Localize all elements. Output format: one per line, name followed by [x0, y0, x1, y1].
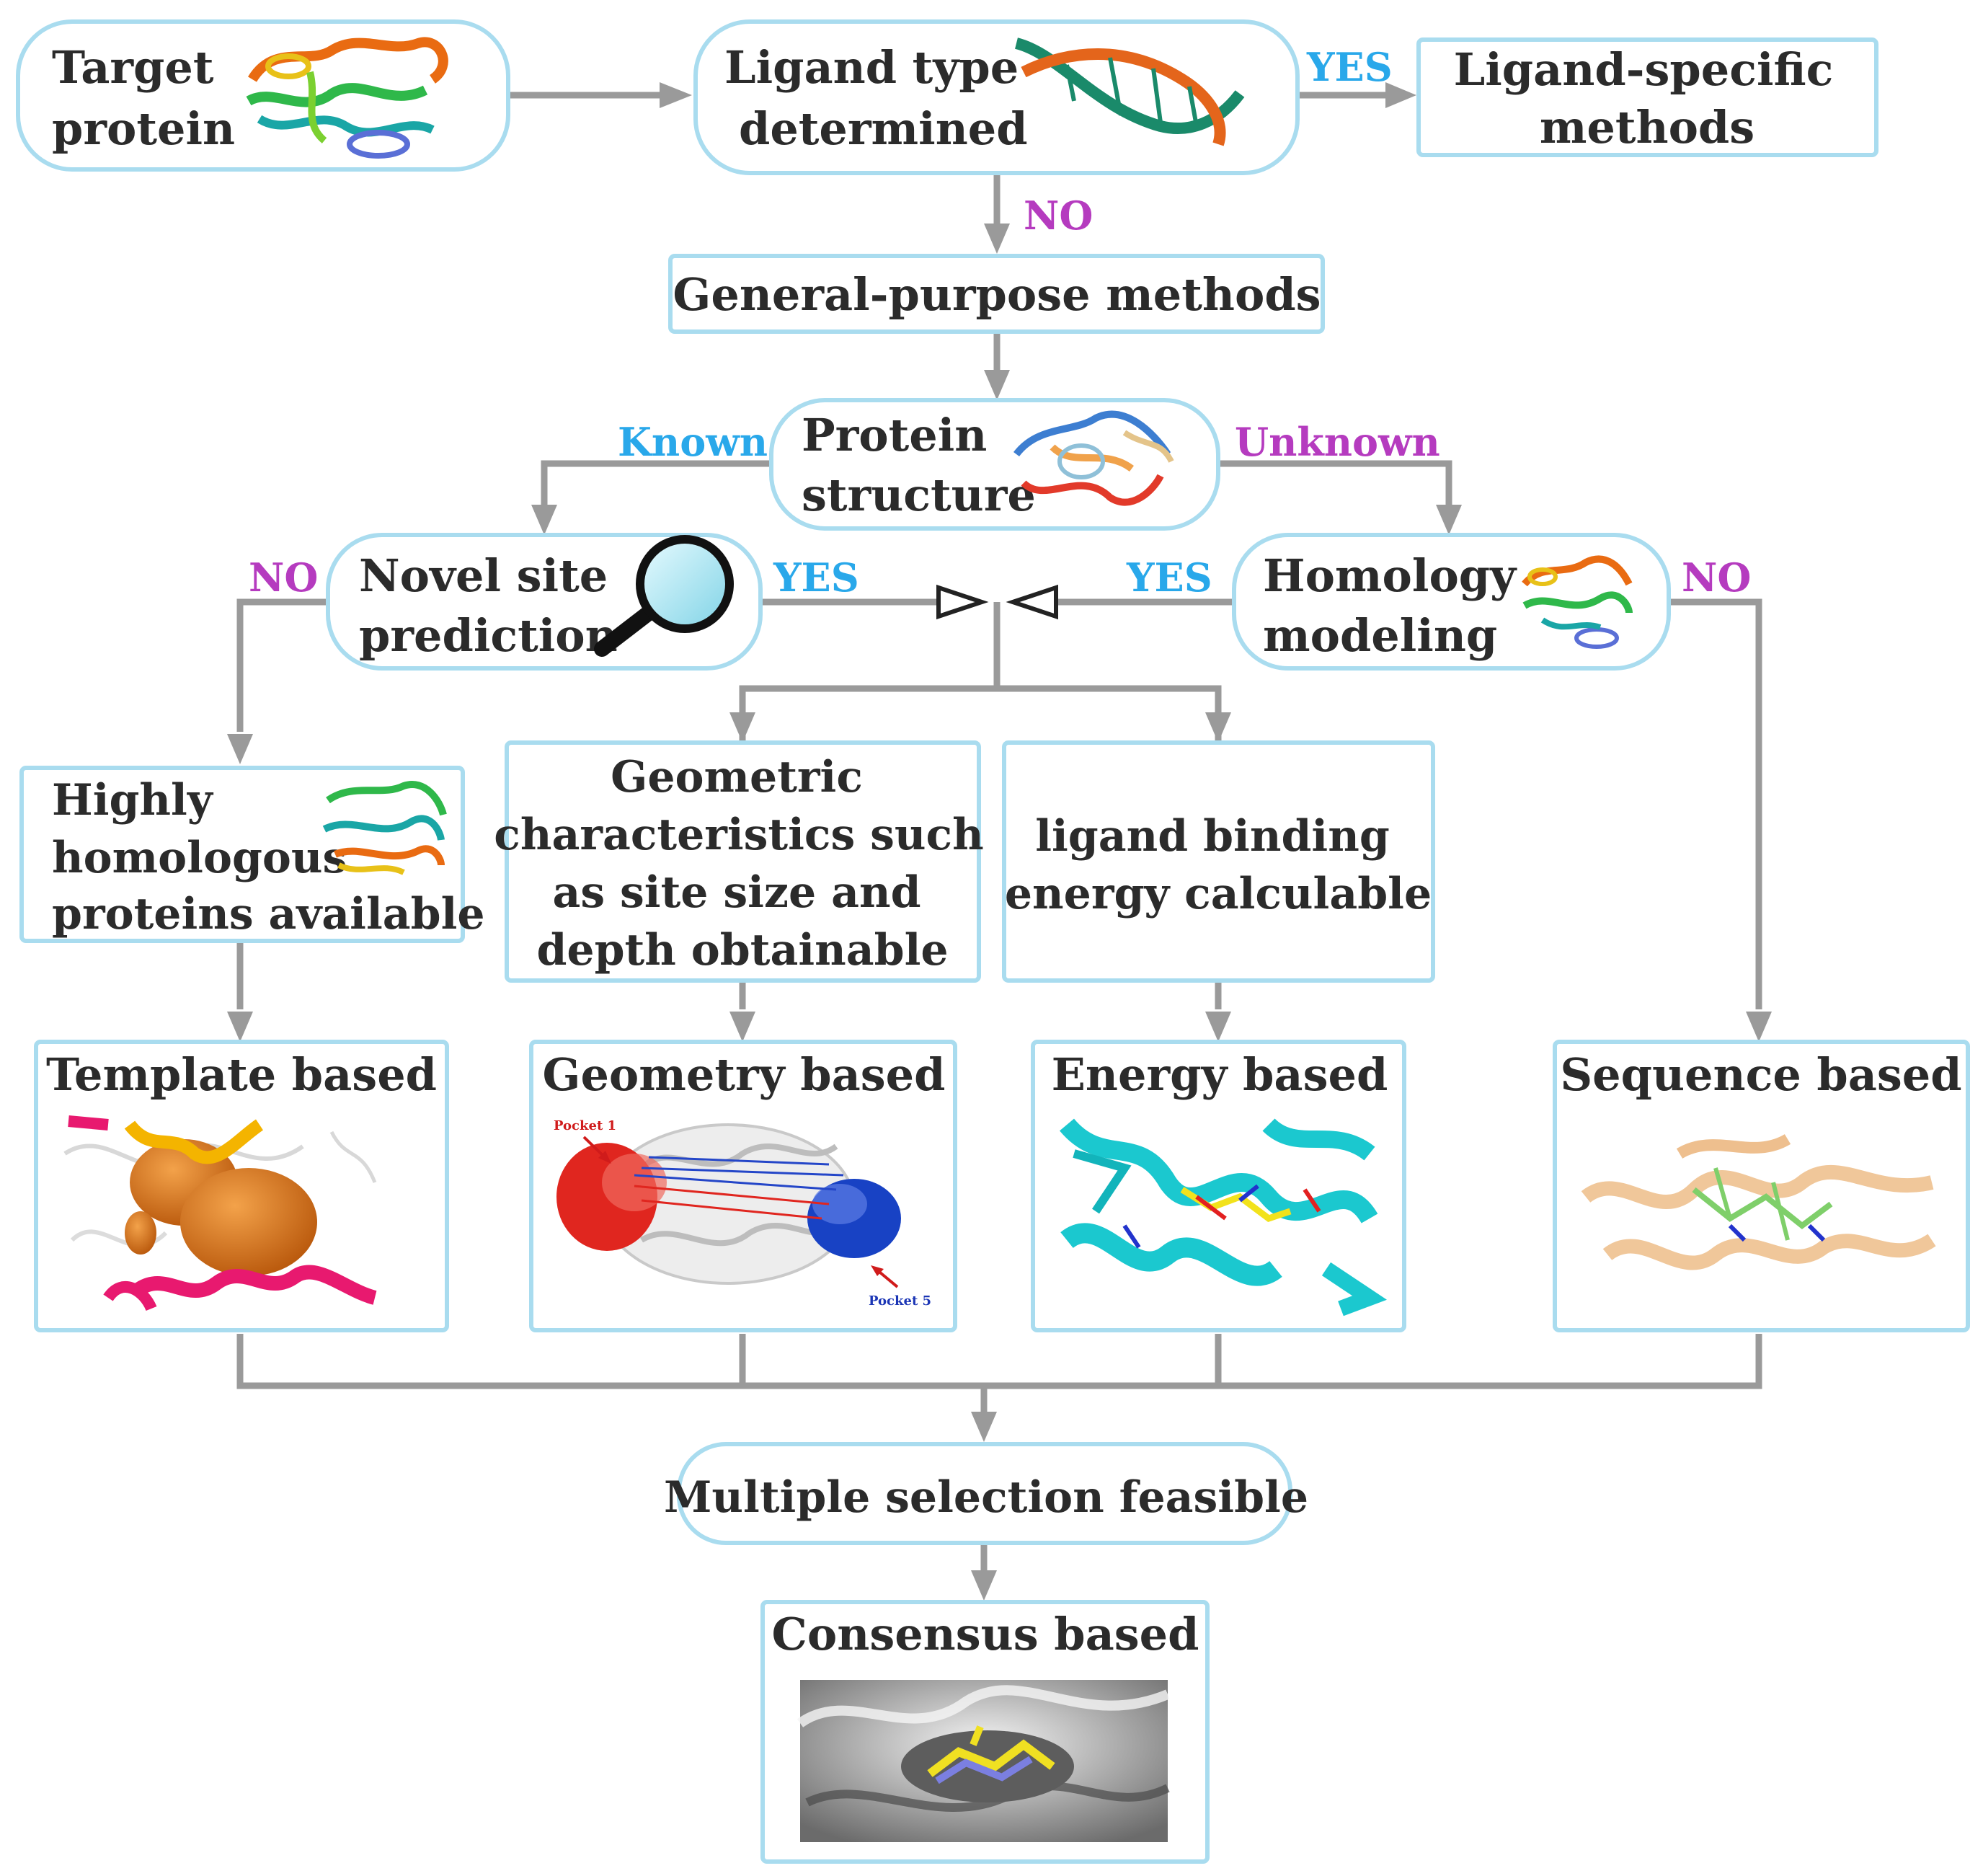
node-ligand-specific: Ligand-specific methods	[1416, 37, 1878, 157]
consensus-based-label: Consensus based	[772, 1608, 1199, 1660]
geometric-box	[505, 740, 981, 983]
highly-homologous-line2: homologous	[52, 833, 347, 883]
target-protein-line2: protein	[52, 102, 235, 155]
node-energy-based: Energy based	[1031, 1040, 1406, 1332]
protein-structure-line2: structure	[802, 469, 1036, 521]
connectors	[227, 82, 1772, 1601]
consensus-surface-image	[797, 1680, 1170, 1842]
arrowhead	[984, 370, 1010, 400]
arrowhead	[227, 734, 253, 764]
edge-unknown	[1218, 460, 1452, 505]
target-protein-line1: Target	[52, 41, 214, 94]
novel-site-line1: Novel site	[359, 549, 608, 602]
ligand-binding-box	[1002, 740, 1435, 983]
known-label: Known	[618, 419, 768, 465]
homology-line1: Homology	[1263, 549, 1517, 602]
multiple-selection-label: Multiple selection feasible	[664, 1472, 1308, 1523]
template-based-label: Template based	[46, 1048, 437, 1101]
highly-homologous-line3: proteins available	[52, 889, 485, 939]
novel-site-line2: prediction	[359, 609, 618, 662]
geometric-line2: characteristics such	[494, 810, 983, 860]
arrowhead	[1205, 712, 1231, 743]
highly-homologous-line1: Highly	[52, 775, 214, 826]
arrowhead	[227, 1012, 253, 1042]
merge-arrow-left	[936, 584, 989, 620]
node-geometry-based: Geometry based Pocket 1 Pocket 5	[529, 1040, 957, 1332]
node-ligand-binding: ligand binding energy calculable	[1002, 740, 1435, 983]
arrowhead	[660, 82, 692, 108]
node-multiple-selection: Multiple selection feasible	[664, 1442, 1308, 1545]
ligand-binding-line2: energy calculable	[1005, 869, 1432, 919]
arrowhead	[1436, 505, 1462, 535]
edge-homology-no	[1669, 598, 1762, 1009]
edge-novel-no	[236, 598, 328, 732]
node-ligand-type: Ligand type determined	[693, 19, 1300, 175]
homology-line2: modeling	[1263, 609, 1497, 662]
no-label-homology: NO	[1682, 554, 1751, 601]
node-geometric-characteristics: Geometric characteristics such as site s…	[494, 740, 984, 983]
node-sequence-based: Sequence based	[1553, 1040, 1970, 1332]
no-label-ligand: NO	[1024, 193, 1093, 239]
arrowhead	[1205, 1012, 1231, 1042]
edge-collector	[236, 1334, 1762, 1389]
edge-known	[541, 460, 771, 505]
arrowhead	[729, 1012, 755, 1042]
node-protein-structure: Protein structure	[769, 398, 1220, 531]
edge-split	[739, 685, 1222, 743]
multiple-selection-box	[677, 1442, 1292, 1545]
geometric-line3: as site size and	[552, 867, 920, 918]
yes-label-ligand: YES	[1306, 44, 1393, 90]
ligand-specific-line1: Ligand-specific	[1454, 43, 1834, 96]
ligand-binding-line1: ligand binding	[1035, 811, 1390, 862]
energy-based-label: Energy based	[1052, 1048, 1388, 1101]
sequence-based-label: Sequence based	[1560, 1048, 1961, 1101]
geometry-based-label: Geometry based	[543, 1048, 946, 1101]
node-novel-site: Novel site prediction	[326, 533, 763, 671]
arrowhead	[971, 1412, 997, 1442]
pocket-1-label: Pocket 1	[554, 1118, 616, 1133]
ligand-specific-line2: methods	[1540, 101, 1754, 154]
edge-labels: YES NO Known Unknown NO YES YES NO	[249, 44, 1751, 601]
ligand-specific-box	[1416, 37, 1878, 157]
general-purpose-box	[668, 254, 1325, 334]
pocket-5-label: Pocket 5	[869, 1293, 931, 1309]
node-target-protein: Target protein	[16, 19, 510, 172]
template-structure-image	[58, 1110, 396, 1312]
arrowhead	[1746, 1012, 1772, 1042]
protein-structure-line1: Protein	[802, 409, 987, 461]
general-purpose-label: General-purpose methods	[673, 268, 1321, 321]
geometric-line1: Geometric	[611, 752, 863, 802]
arrowhead	[531, 505, 557, 535]
magnifier-icon	[594, 535, 734, 657]
homologous-protein-icon	[322, 781, 447, 875]
protein-ribbon-icon	[246, 37, 448, 159]
arrowhead	[984, 224, 1010, 254]
arrowhead	[729, 712, 755, 743]
highly-homologous-box	[19, 766, 465, 943]
energy-structure-image	[1060, 1114, 1387, 1317]
dna-ribbon-icon	[1014, 37, 1245, 146]
node-highly-homologous: Highly homologous proteins available	[19, 766, 485, 943]
yes-label-novel: YES	[773, 554, 859, 601]
node-homology: Homology modeling	[1232, 533, 1671, 671]
arrowhead	[1385, 82, 1416, 108]
arrowhead	[971, 1570, 997, 1601]
merge-arrow-right	[1006, 584, 1058, 620]
ligand-type-line1: Ligand type	[724, 41, 1019, 94]
sequence-structure-image	[1581, 1133, 1936, 1270]
geometric-line4: depth obtainable	[536, 925, 948, 975]
no-label-novel: NO	[249, 554, 318, 601]
node-consensus-based: Consensus based	[760, 1600, 1210, 1864]
protein-structure-icon	[1013, 410, 1174, 506]
homology-protein-icon	[1522, 555, 1633, 649]
yes-label-homology: YES	[1126, 554, 1212, 601]
node-template-based: Template based	[34, 1040, 449, 1332]
geometry-structure-image: Pocket 1 Pocket 5	[554, 1118, 931, 1309]
unknown-label: Unknown	[1235, 419, 1440, 465]
node-general-purpose: General-purpose methods	[668, 254, 1325, 334]
ligand-type-line2: determined	[739, 102, 1028, 155]
